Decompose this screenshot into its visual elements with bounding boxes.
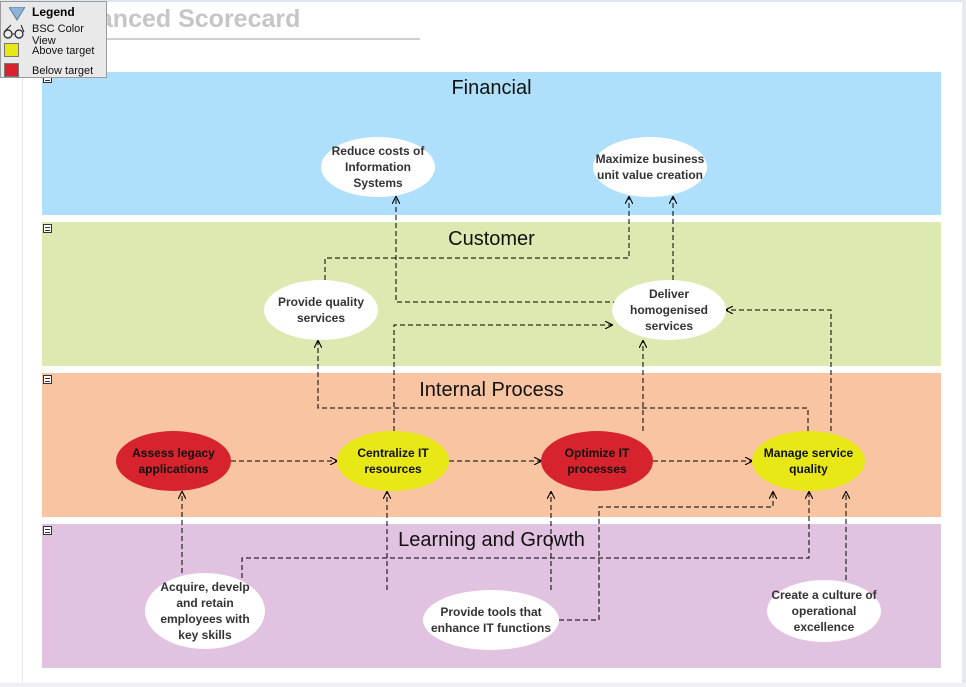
objective-label: Maximize business unit value creation <box>595 152 705 182</box>
lane-title-learning-growth: Learning and Growth <box>398 529 585 551</box>
link-centralize_it-to-deliver_homogenised[interactable] <box>393 325 612 431</box>
objective-reduce-costs[interactable]: Reduce costs of Information Systems <box>321 137 435 197</box>
link-acquire_employees-to-manage_service[interactable] <box>241 492 809 578</box>
window-right-border <box>962 0 966 687</box>
legend-label-above-target: Above target <box>32 45 95 57</box>
window-bottom-border <box>0 683 966 687</box>
objective-centralize-it-resources[interactable]: Centralize IT resources <box>337 431 449 491</box>
lane-title-customer: Customer <box>448 228 535 250</box>
link-manage_service-to-deliver_homogenised[interactable] <box>726 310 832 431</box>
objective-label: Optimize IT processes <box>564 446 630 476</box>
objective-deliver-homogenised-services[interactable]: Deliver homogenised services <box>612 280 726 340</box>
objective-manage-service-quality[interactable]: Manage service quality <box>752 431 865 491</box>
objective-label: Provide tools that enhance IT functions <box>430 605 551 635</box>
legend-swatch-below-target <box>4 63 19 77</box>
lane-collapse-icon-learning-growth[interactable] <box>43 526 52 535</box>
objective-label: Assess legacy applications <box>132 446 215 476</box>
objective-provide-quality-services[interactable]: Provide quality services <box>264 280 378 340</box>
objective-label: Deliver homogenised services <box>629 287 708 333</box>
objective-label: Manage service quality <box>763 446 854 476</box>
objective-provide-tools[interactable]: Provide tools that enhance IT functions <box>423 590 559 650</box>
objective-create-culture[interactable]: Create a culture of operational excellen… <box>767 580 881 642</box>
objective-acquire-employees[interactable]: Acquire, develp and retain employees wit… <box>145 573 265 649</box>
window-top-border <box>0 0 966 2</box>
link-provide_tools-to-manage_service[interactable] <box>559 492 773 621</box>
link-deliver_homogenised-to-reduce_costs[interactable] <box>396 197 628 303</box>
funnel-icon <box>9 7 25 21</box>
objective-label: Reduce costs of Information Systems <box>331 144 425 190</box>
canvas-left-border <box>22 40 23 687</box>
objective-label: Create a culture of operational excellen… <box>771 588 877 634</box>
objective-label: Provide quality services <box>277 295 365 325</box>
objective-assess-legacy-applications[interactable]: Assess legacy applications <box>116 431 231 491</box>
legend-title: Legend <box>32 5 75 19</box>
glasses-icon <box>3 24 25 39</box>
objective-label: Acquire, develp and retain employees wit… <box>160 580 250 642</box>
legend-label-below-target: Below target <box>32 65 94 77</box>
lane-title-internal-process: Internal Process <box>419 379 564 401</box>
objective-maximize-value[interactable]: Maximize business unit value creation <box>593 137 707 197</box>
objective-label: Centralize IT resources <box>357 446 429 476</box>
link-provide_quality-to-maximize_value[interactable] <box>324 197 629 280</box>
lane-title-financial: Financial <box>451 77 532 99</box>
lane-financial[interactable]: Financial <box>42 72 941 215</box>
legend-panel[interactable]: Legend BSC Color View Above target Below… <box>0 1 107 78</box>
lane-collapse-icon-customer[interactable] <box>43 224 52 233</box>
legend-view-label: BSC Color View <box>32 23 84 47</box>
lane-collapse-icon-internal-process[interactable] <box>43 375 52 384</box>
objective-optimize-it-processes[interactable]: Optimize IT processes <box>541 431 653 491</box>
link-manage_service-to-provide_quality[interactable] <box>318 341 809 431</box>
legend-swatch-above-target <box>4 43 19 57</box>
lane-customer[interactable]: Customer <box>42 222 941 366</box>
